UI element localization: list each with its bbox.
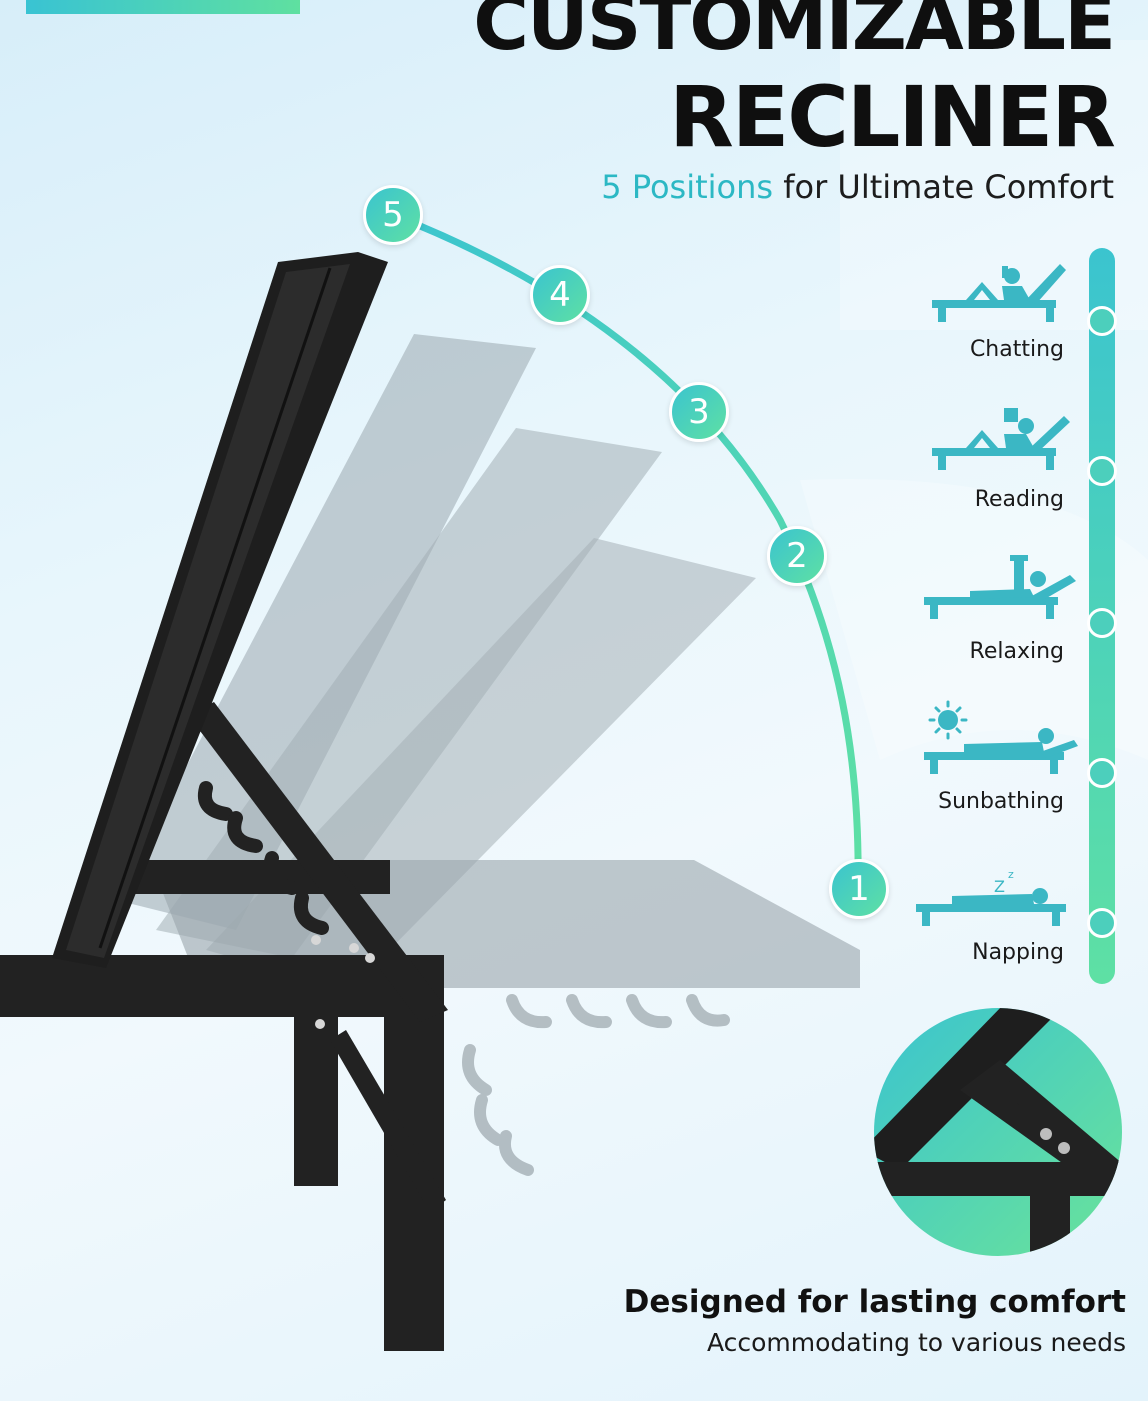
step-2: 2	[767, 526, 827, 586]
background-decoration	[840, 40, 1148, 330]
bracket-bolts	[311, 935, 375, 1029]
page-title-line-1: CUSTOMIZABLE	[473, 0, 1116, 67]
napping-person-icon: Z z	[916, 868, 1066, 926]
ghost-ratchet	[462, 994, 730, 1176]
sunbathing-person-icon	[924, 700, 1078, 774]
position-label-reading: Reading	[974, 487, 1064, 512]
track-dot-chatting	[1087, 306, 1117, 336]
step-3: 3	[669, 382, 729, 442]
position-label-napping: Napping	[972, 940, 1064, 965]
track-dot-napping	[1087, 908, 1117, 938]
position-label-chatting: Chatting	[969, 337, 1064, 362]
position-label-sunbathing: Sunbathing	[938, 789, 1064, 814]
relaxing-person-icon	[924, 555, 1076, 619]
bracket-detail-circle	[874, 1008, 1122, 1256]
ghost-backrest-4	[116, 334, 536, 930]
footer-title: Designed for lasting comfort	[623, 1284, 1126, 1320]
step-1: 1	[829, 859, 889, 919]
step-4: 4	[530, 265, 590, 325]
ratchet-bracket	[198, 781, 329, 935]
subtitle-rest: for Ultimate Comfort	[773, 168, 1114, 206]
step-5: 5	[363, 185, 423, 245]
footer-subtitle: Accommodating to various needs	[706, 1328, 1126, 1357]
track-dot-reading	[1087, 456, 1117, 486]
track-dot-sunbathing	[1087, 758, 1117, 788]
position-label-relaxing: Relaxing	[969, 639, 1064, 664]
page-subtitle: 5 Positions for Ultimate Comfort	[601, 168, 1114, 206]
napping-zz-large: Z	[994, 877, 1005, 896]
background-decoration	[800, 479, 1148, 760]
napping-zz-small: z	[1008, 868, 1014, 881]
main-backrest	[52, 252, 388, 968]
chatting-person-icon	[932, 264, 1066, 322]
subtitle-highlight: 5 Positions	[601, 168, 774, 206]
track-dot-relaxing	[1087, 608, 1117, 638]
reading-person-icon	[932, 408, 1070, 470]
page-title-line-2: RECLINER	[669, 68, 1116, 166]
lounger-frame	[0, 702, 448, 1351]
accent-bar	[26, 0, 300, 14]
